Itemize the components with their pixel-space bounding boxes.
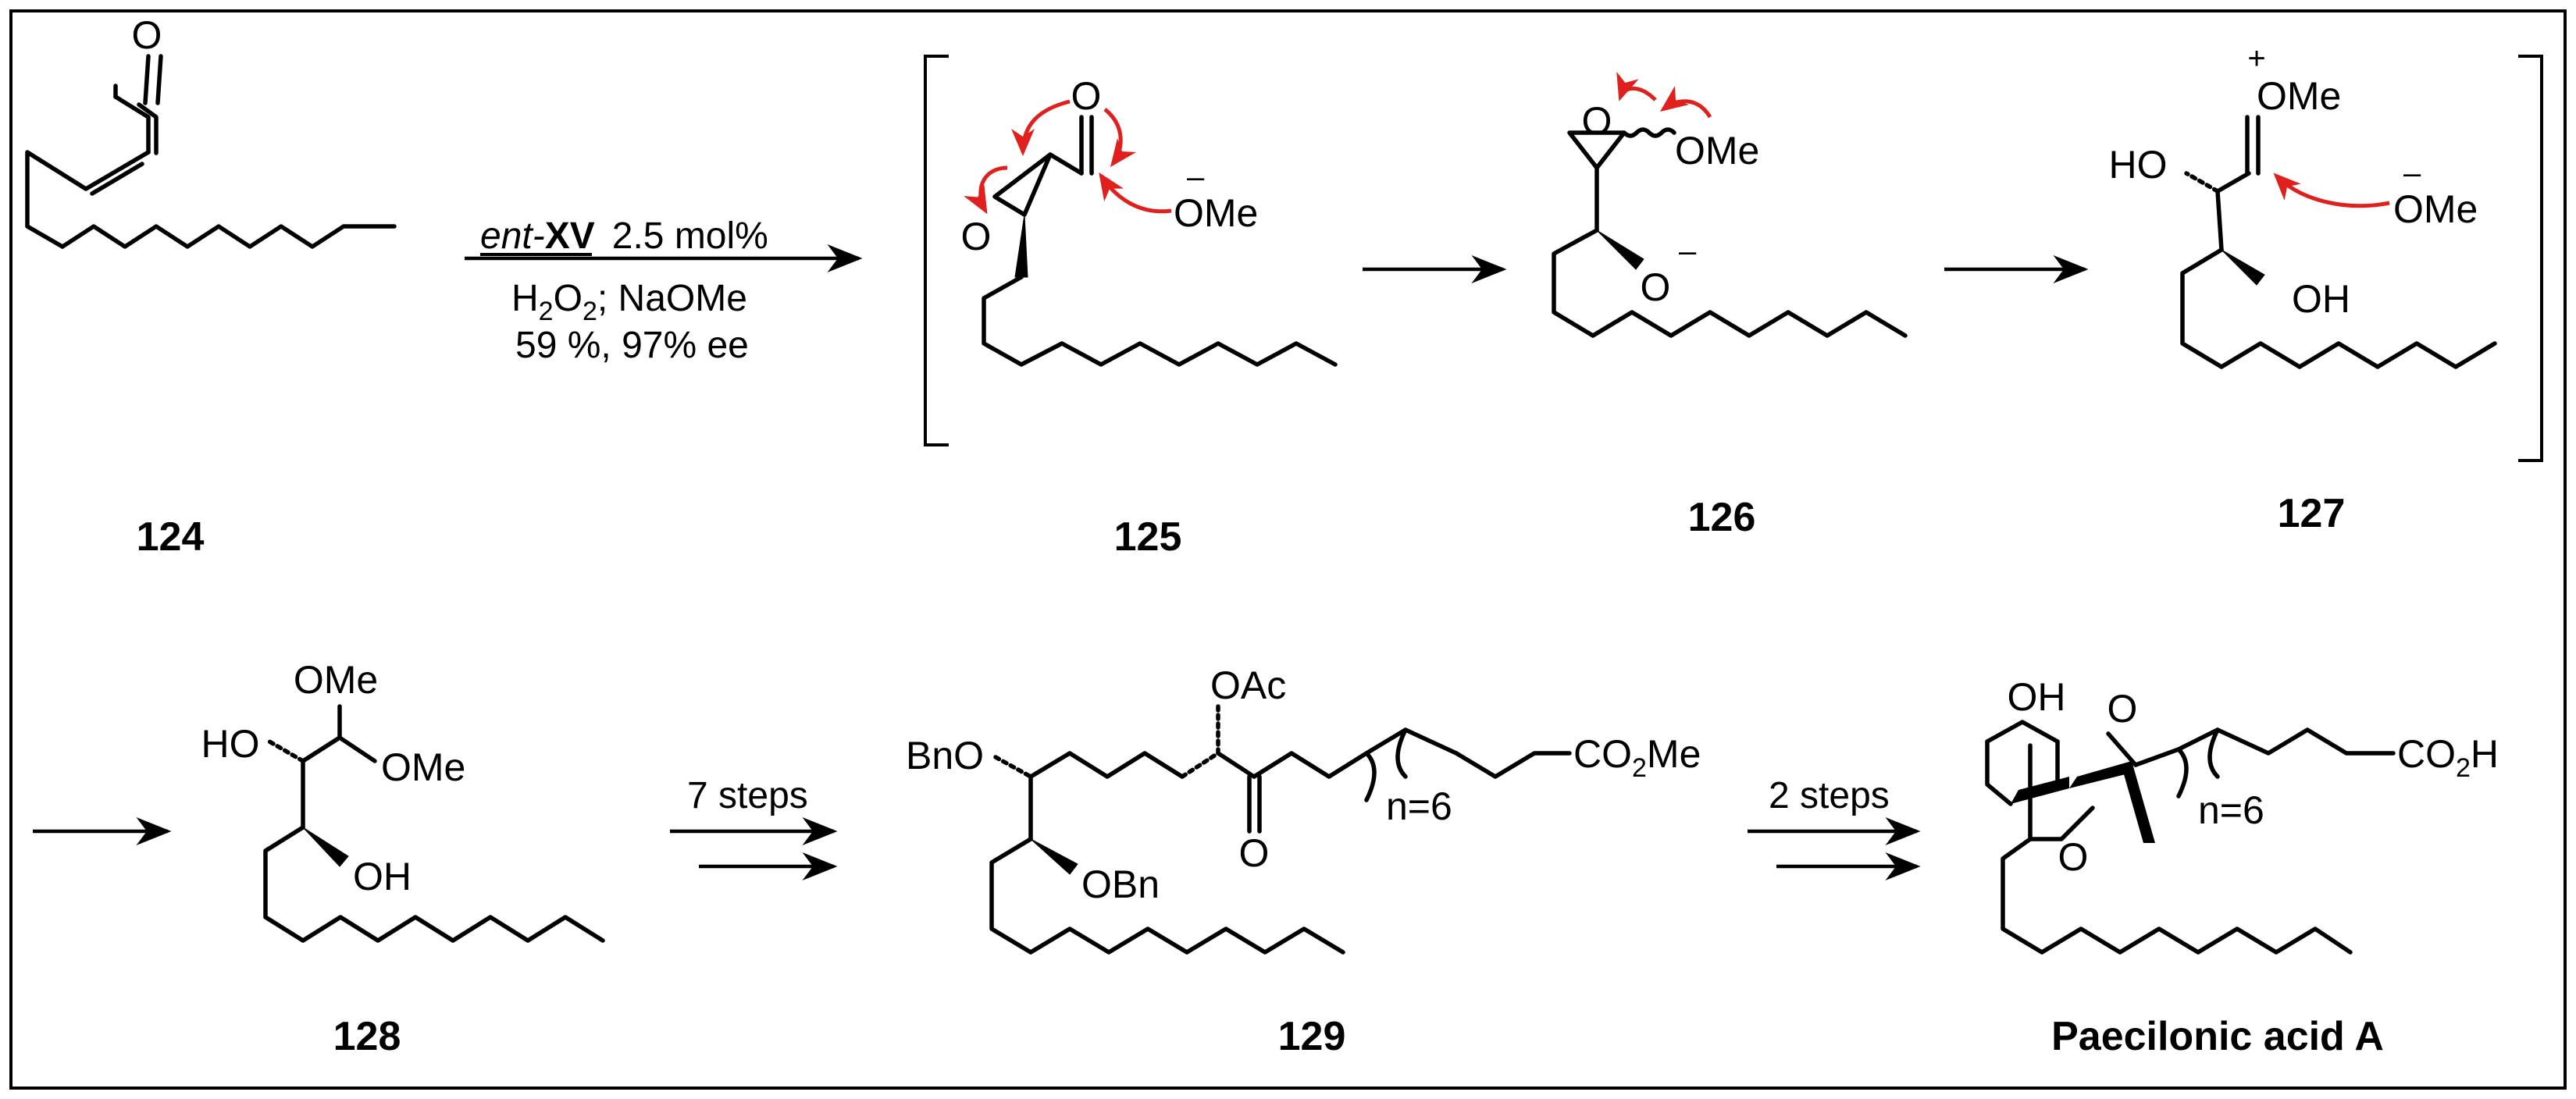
obn-label: OBn (1081, 862, 1160, 906)
aldehyde-o-label: O (132, 13, 162, 57)
ome-top-label: OMe (294, 658, 378, 702)
compound-124: O 124 (25, 13, 397, 560)
oh-label: OH (2292, 277, 2350, 321)
acid-label: CO2H (2397, 732, 2499, 783)
oh-label: OH (2008, 675, 2066, 719)
compound-number-124: 124 (137, 514, 205, 560)
methoxide-charge: – (2403, 156, 2421, 190)
oh-label: OH (353, 855, 412, 898)
chain-n-label: n=6 (2198, 788, 2264, 832)
chain-n-label: n=6 (1386, 784, 1452, 828)
compound-125: O O OMe – 125 (961, 74, 1338, 560)
oac-label: OAc (1210, 663, 1286, 707)
epoxide-o-label: O (1582, 99, 1612, 143)
ho-label: HO (201, 722, 260, 766)
compound-number-128: 128 (333, 1014, 401, 1059)
compound-129: OAc BnO OBn O n=6 CO2Me 129 (906, 663, 1701, 1059)
compound-number-129: 129 (1278, 1014, 1346, 1059)
arrow-129-product: 2 steps (1748, 775, 1921, 880)
ester-label: CO2Me (1573, 732, 1701, 783)
methoxy-label: OMe (1675, 129, 1759, 172)
compound-number-127: 127 (2278, 491, 2346, 536)
step-label-7-steps: 7 steps (687, 775, 808, 816)
bridge-o-label-2: O (2058, 835, 2089, 879)
bracket-right (2518, 55, 2543, 462)
alkoxide-charge: – (1679, 234, 1697, 269)
compound-paecilonic-acid-a: OH O O n=6 CO2H Paecilonic acid A (1985, 675, 2499, 1059)
step-label-2-steps: 2 steps (1769, 775, 1890, 816)
compound-name-paecilonic-acid-a: Paecilonic acid A (2051, 1014, 2384, 1059)
oxocarbenium-charge: + (2247, 41, 2265, 76)
compound-128: OMe OMe HO OH 128 (201, 658, 605, 1059)
bridge-o-label-1: O (2107, 687, 2138, 731)
alkoxide-o-label: O (1641, 265, 1671, 309)
frame (9, 9, 2567, 1090)
methoxide-label: OMe (1174, 191, 1258, 235)
ho-label: HO (2109, 143, 2168, 187)
compound-number-125: 125 (1114, 514, 1182, 560)
compound-number-126: 126 (1688, 495, 1756, 540)
compound-127: OMe + HO OH OMe – 127 (2109, 41, 2497, 536)
aldehyde-o-label: O (1071, 74, 1102, 118)
ketone-o-label: O (1239, 831, 1270, 875)
epoxide-o-label: O (961, 215, 992, 258)
methoxide-label: OMe (2393, 187, 2478, 231)
reagents-label: H2O2; NaOMe (511, 278, 747, 326)
arrow-128-129: 7 steps (670, 775, 838, 880)
compound-126: O OMe O – 126 (1552, 71, 1908, 540)
yield-label: 59 %, 97% ee (515, 325, 749, 366)
bracket-left (924, 55, 949, 446)
oxocarbenium-label: OMe (2257, 74, 2341, 118)
ome-side-label: OMe (381, 745, 465, 789)
bno-label: BnO (906, 734, 984, 777)
methoxide-charge: – (1187, 160, 1205, 194)
